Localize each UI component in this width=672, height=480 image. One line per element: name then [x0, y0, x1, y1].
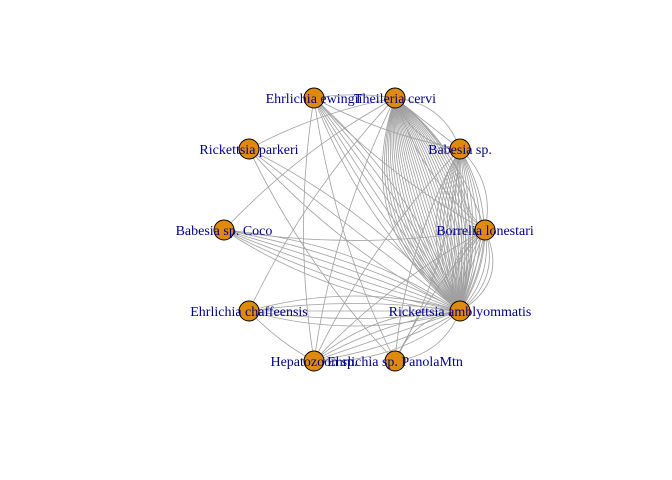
- edge-ra-ee: [313, 97, 461, 312]
- edge-ra-bc: [223, 229, 461, 312]
- node-label-hep: Hepatozoon sp.: [270, 355, 357, 370]
- node-label-ee: Ehrlichia ewingii: [266, 92, 363, 107]
- edge-bl-epm: [394, 229, 486, 362]
- edge-ra-hep: [313, 310, 461, 362]
- edge-ee-hep: [303, 97, 315, 362]
- edge-ra-tc: [394, 97, 461, 312]
- edge-ra-bc: [223, 229, 461, 312]
- edge-ra-bc: [223, 229, 461, 312]
- node-ra[interactable]: [449, 300, 471, 322]
- edge-tc-bl: [394, 97, 486, 231]
- edge-ra-bsp: [459, 148, 470, 312]
- edge-ra-tc: [394, 97, 461, 312]
- node-label-epm: Ehrlichia sp. PanolaMtn: [327, 355, 463, 370]
- edge-tc-rp: [248, 97, 396, 150]
- edge-ra-tc: [394, 97, 461, 312]
- edge-layer: [223, 94, 494, 362]
- edge-ra-tc: [394, 97, 461, 312]
- edge-ra-ech: [248, 310, 461, 327]
- edge-ee-bl: [313, 97, 486, 231]
- edge-ra-tc: [394, 97, 467, 312]
- node-epm[interactable]: [384, 350, 406, 372]
- edge-ra-bsp: [457, 148, 461, 312]
- edge-bsp-hep: [313, 148, 461, 362]
- edge-ra-tc: [394, 97, 461, 312]
- edge-ra-bl: [459, 229, 494, 312]
- node-bl[interactable]: [474, 219, 496, 241]
- edge-ra-bsp: [459, 148, 463, 312]
- node-label-bl: Borrelia lonestari: [436, 224, 534, 239]
- node-label-rp: Rickettsia parkeri: [199, 143, 298, 158]
- edge-ra-ee: [313, 97, 461, 312]
- edge-rp-epm: [248, 148, 396, 362]
- node-label-tc: Theileria cervi: [354, 92, 436, 107]
- node-label-ech: Ehrlichia chaffeensis: [190, 305, 308, 320]
- node-bsp[interactable]: [449, 138, 471, 160]
- node-tc[interactable]: [384, 87, 406, 109]
- edge-bl-hep: [313, 229, 486, 362]
- node-label-bc: Babesia sp. Coco: [176, 224, 273, 239]
- edge-ra-bsp: [459, 148, 466, 312]
- edge-ra-tc: [394, 97, 469, 312]
- edge-ra-hep: [313, 310, 461, 362]
- node-label-ra: Rickettsia amblyommatis: [389, 305, 532, 320]
- node-ech[interactable]: [238, 300, 260, 322]
- edge-ra-ech: [248, 295, 461, 312]
- edge-ra-bsp: [439, 148, 461, 312]
- edge-tc-bc: [223, 97, 396, 231]
- edge-ra-ee: [313, 97, 461, 312]
- edge-ra-tc: [394, 97, 461, 312]
- edge-ra-tc: [381, 97, 461, 312]
- node-layer: [213, 87, 496, 372]
- edge-ra-tc: [394, 97, 461, 312]
- edge-ra-ee: [313, 97, 461, 312]
- edge-ra-hep: [313, 310, 461, 362]
- edge-ra-rp: [248, 148, 461, 312]
- edge-ra-tc: [386, 97, 461, 312]
- edge-ee-bsp: [313, 97, 461, 150]
- edge-ra-tc: [391, 97, 461, 312]
- edge-ra-tc: [394, 97, 461, 312]
- edge-ra-rp: [248, 148, 461, 312]
- edge-bc-bl: [223, 229, 486, 241]
- edge-ra-bsp: [459, 148, 474, 312]
- edge-ra-ech: [248, 310, 461, 319]
- node-rp[interactable]: [238, 138, 260, 160]
- edge-tc-bl: [394, 97, 486, 231]
- node-hep[interactable]: [303, 350, 325, 372]
- edge-tc-ech: [248, 97, 396, 312]
- edge-ra-tc: [394, 97, 463, 312]
- edge-ra-hep: [313, 310, 461, 362]
- edge-tc-hep: [313, 97, 396, 362]
- node-label-bsp: Babesia sp.: [428, 143, 492, 158]
- edge-ee-epm: [313, 97, 396, 362]
- edge-ra-tc: [394, 97, 461, 312]
- edge-ra-bc: [223, 229, 461, 312]
- edge-ra-ee: [313, 97, 461, 312]
- node-ee[interactable]: [303, 87, 325, 109]
- edge-bsp-epm: [394, 148, 461, 362]
- node-bc[interactable]: [213, 219, 235, 241]
- edge-ra-ech: [248, 303, 461, 312]
- edge-ra-hep: [313, 310, 461, 362]
